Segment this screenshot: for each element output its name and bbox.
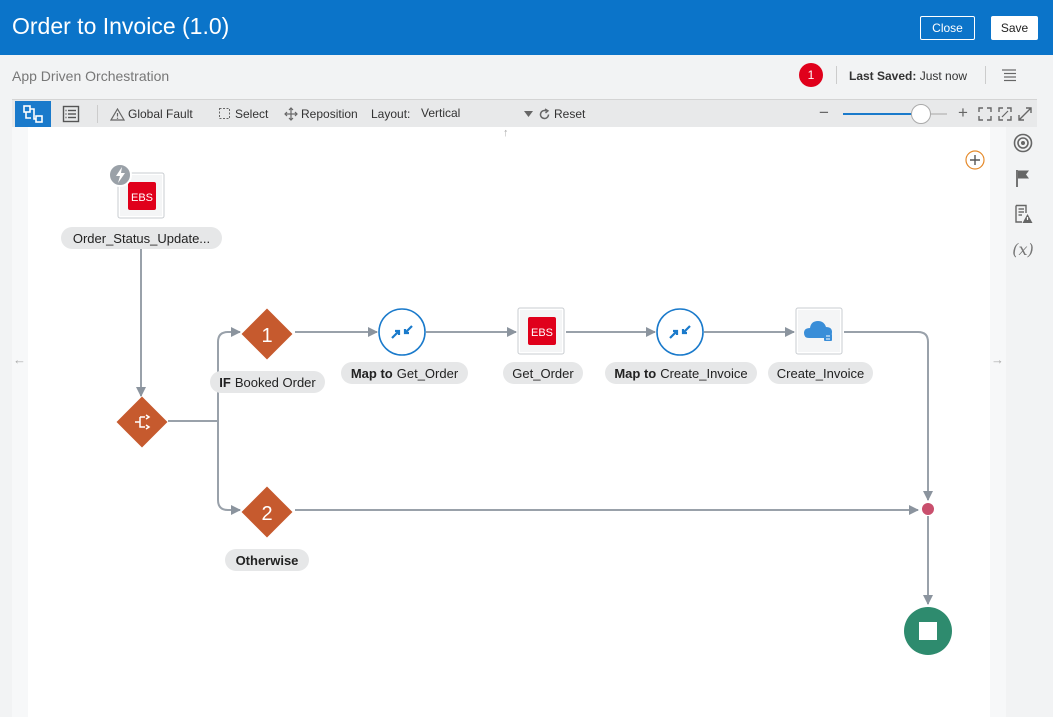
map-create-invoice-label[interactable]: Map to Create_Invoice xyxy=(605,362,757,384)
branch-1-prefix: IF xyxy=(219,374,231,390)
last-saved-value: Just now xyxy=(919,69,968,83)
invoke-create-invoice-label[interactable]: Create_Invoice xyxy=(768,362,873,384)
page-title: Order to Invoice (1.0) xyxy=(12,13,230,39)
trigger-label[interactable]: Order_Status_Update... xyxy=(61,227,222,249)
save-button[interactable]: Save xyxy=(991,16,1038,40)
fit-screen-icon[interactable] xyxy=(978,107,992,121)
app-header: Order to Invoice (1.0) Close Save xyxy=(0,0,1053,55)
flag-icon xyxy=(1016,170,1029,187)
select-label: Select xyxy=(235,107,269,121)
reset-label: Reset xyxy=(554,107,586,121)
trigger-node[interactable] xyxy=(108,163,165,219)
connector xyxy=(844,331,933,501)
target-icon xyxy=(1013,133,1033,153)
actual-size-icon[interactable] xyxy=(998,107,1012,121)
list-view-button[interactable] xyxy=(60,103,82,125)
last-saved-status: Last Saved: Just now xyxy=(849,69,967,83)
zoom-out-button[interactable]: − xyxy=(819,103,829,122)
zoom-slider-fill xyxy=(843,113,921,115)
integration-pattern: App Driven Orchestration xyxy=(12,68,170,84)
scroll-right-icon[interactable]: → xyxy=(991,352,1004,367)
canvas-toolbar: Global Fault Select Reposition Layout: V… xyxy=(12,99,1037,127)
ebs-logo-icon xyxy=(528,317,556,345)
reposition-tool-button[interactable]: Reposition xyxy=(284,107,358,121)
branch-1-condition: Booked Order xyxy=(234,374,316,390)
warning-list-icon xyxy=(1015,204,1033,223)
connector xyxy=(217,421,241,515)
branch-2-label[interactable]: Otherwise xyxy=(225,549,309,571)
layout-label-text: Layout: xyxy=(371,107,411,121)
variable-icon[interactable]: (x) xyxy=(1012,239,1034,259)
zoom-in-button[interactable]: + xyxy=(958,103,968,122)
menu-icon[interactable] xyxy=(1001,67,1017,83)
scroll-left-icon[interactable]: ← xyxy=(13,352,26,367)
cloud-adapter-icon xyxy=(804,321,832,341)
sub-header: App Driven Orchestration xyxy=(0,55,1053,98)
branch-1-number: 1 xyxy=(261,325,272,347)
global-fault-button[interactable]: Global Fault xyxy=(110,107,193,121)
map-1-prefix: Map to xyxy=(350,365,393,381)
branch-2-number: 2 xyxy=(261,503,272,525)
canvas-right-gutter xyxy=(990,127,1006,717)
flow-view-icon xyxy=(23,105,43,123)
map-2-prefix: Map to xyxy=(614,365,657,381)
tracking-button[interactable] xyxy=(1011,131,1035,155)
expand-icon[interactable] xyxy=(1018,107,1032,121)
stop-icon xyxy=(919,622,937,640)
switch-icon xyxy=(135,414,151,430)
scroll-up-icon[interactable]: ↑ xyxy=(503,127,509,139)
list-view-icon xyxy=(62,105,80,123)
ebs-logo-icon xyxy=(128,182,156,210)
connector xyxy=(217,327,241,421)
layout-select-value: Vertical xyxy=(421,106,461,120)
invoke-create-invoice-node[interactable] xyxy=(795,307,843,355)
reset-button[interactable]: Reset xyxy=(538,107,585,121)
business-identifiers-button[interactable] xyxy=(1011,166,1035,190)
zoom-slider-track[interactable] xyxy=(843,113,947,115)
layout-label: Layout: xyxy=(371,107,410,121)
errors-button[interactable] xyxy=(1011,202,1035,226)
divider xyxy=(836,66,837,84)
layout-select[interactable]: Vertical xyxy=(421,106,533,120)
canvas-left-gutter xyxy=(12,127,28,717)
map-get-order-node[interactable] xyxy=(378,308,426,356)
divider xyxy=(97,105,98,123)
canvas-view-button[interactable] xyxy=(15,101,51,127)
last-saved-label: Last Saved: xyxy=(849,69,917,83)
global-fault-label: Global Fault xyxy=(128,107,193,121)
invoke-get-order-node[interactable] xyxy=(517,307,565,355)
reset-icon xyxy=(539,107,550,119)
map-2-target: Create_Invoice xyxy=(660,365,748,381)
invoke1-badge-text: EBS xyxy=(531,327,553,339)
switch-node[interactable] xyxy=(116,396,168,448)
move-icon xyxy=(284,107,298,121)
map-icon xyxy=(391,325,413,339)
end-node[interactable] xyxy=(904,607,952,655)
merge-point xyxy=(922,503,934,515)
branch-1-label[interactable]: IF Booked Order xyxy=(210,371,325,393)
trigger-badge-text: EBS xyxy=(131,192,153,204)
divider xyxy=(985,66,986,84)
map-icon xyxy=(669,325,691,339)
chevron-down-icon xyxy=(524,111,533,117)
select-tool-button[interactable]: Select xyxy=(218,107,268,121)
close-button[interactable]: Close xyxy=(920,16,975,40)
map-1-target: Get_Order xyxy=(396,365,459,381)
warning-icon xyxy=(110,107,125,121)
zoom-slider-handle[interactable] xyxy=(911,104,931,124)
error-count-badge[interactable]: 1 xyxy=(799,63,823,87)
reposition-label: Reposition xyxy=(301,107,358,121)
invoke-get-order-label[interactable]: Get_Order xyxy=(503,362,583,384)
add-action-icon[interactable] xyxy=(965,150,985,170)
map-get-order-label[interactable]: Map to Get_Order xyxy=(341,362,468,384)
select-icon xyxy=(219,108,230,119)
map-create-invoice-node[interactable] xyxy=(656,308,704,356)
